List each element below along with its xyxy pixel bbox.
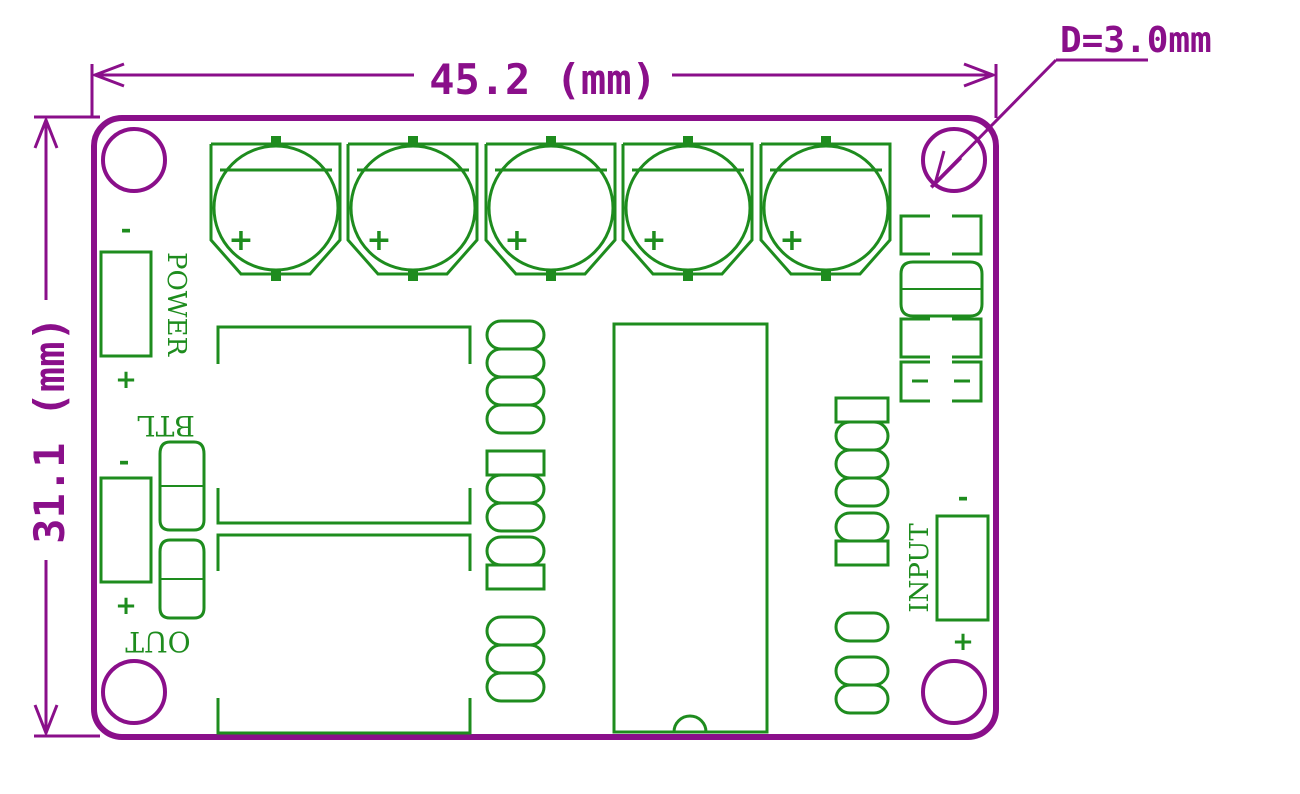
power-connector bbox=[99, 250, 153, 358]
btl-jumper bbox=[158, 440, 206, 620]
hole-diameter-label: D=3.0mm bbox=[1060, 20, 1212, 61]
capacitor-5 bbox=[759, 136, 892, 281]
svg-text:+: + bbox=[779, 223, 804, 258]
power-minus-marker: - bbox=[121, 215, 132, 245]
input-minus-marker: - bbox=[958, 483, 969, 513]
height-dimension bbox=[33, 115, 100, 738]
mounting-hole-bottom-left bbox=[101, 659, 167, 725]
btl-label: BTL bbox=[137, 409, 195, 442]
height-label: 31.1 (mm) bbox=[25, 316, 74, 544]
main-ic bbox=[612, 322, 769, 734]
passive-column-right bbox=[834, 396, 890, 715]
passive-column-middle bbox=[485, 319, 546, 703]
power-plus-marker: + bbox=[115, 365, 137, 395]
mounting-hole-bottom-right bbox=[921, 659, 987, 725]
inductor-top bbox=[216, 325, 472, 525]
input-connector bbox=[935, 514, 990, 622]
capacitor-1 bbox=[209, 136, 342, 281]
mounting-hole-top-left bbox=[101, 127, 167, 193]
svg-text:+: + bbox=[504, 223, 529, 258]
capacitor-row bbox=[209, 136, 892, 281]
out-label: OUT bbox=[125, 625, 191, 658]
mounting-holes bbox=[101, 127, 987, 725]
input-label: INPUT bbox=[905, 523, 935, 613]
inductor-bottom bbox=[216, 533, 472, 735]
hole-diameter-leader bbox=[929, 58, 1148, 190]
width-dimension bbox=[90, 62, 998, 118]
input-plus-marker: + bbox=[952, 627, 974, 657]
output-connector bbox=[99, 476, 153, 584]
svg-text:+: + bbox=[228, 223, 253, 258]
power-label: POWER bbox=[161, 252, 191, 358]
output-minus-marker: - bbox=[119, 447, 130, 477]
capacitor-2 bbox=[346, 136, 479, 281]
capacitor-4 bbox=[621, 136, 754, 281]
board-outline bbox=[91, 115, 999, 740]
capacitor-3 bbox=[484, 136, 617, 281]
mounting-hole-top-right bbox=[921, 127, 987, 193]
upper-right-components bbox=[899, 214, 984, 403]
width-label: 45.2 (mm) bbox=[429, 55, 657, 104]
capacitor-plus-markers: + + + + + bbox=[228, 223, 804, 258]
svg-text:+: + bbox=[641, 223, 666, 258]
output-plus-marker: + bbox=[115, 591, 137, 621]
svg-text:+: + bbox=[366, 223, 391, 258]
